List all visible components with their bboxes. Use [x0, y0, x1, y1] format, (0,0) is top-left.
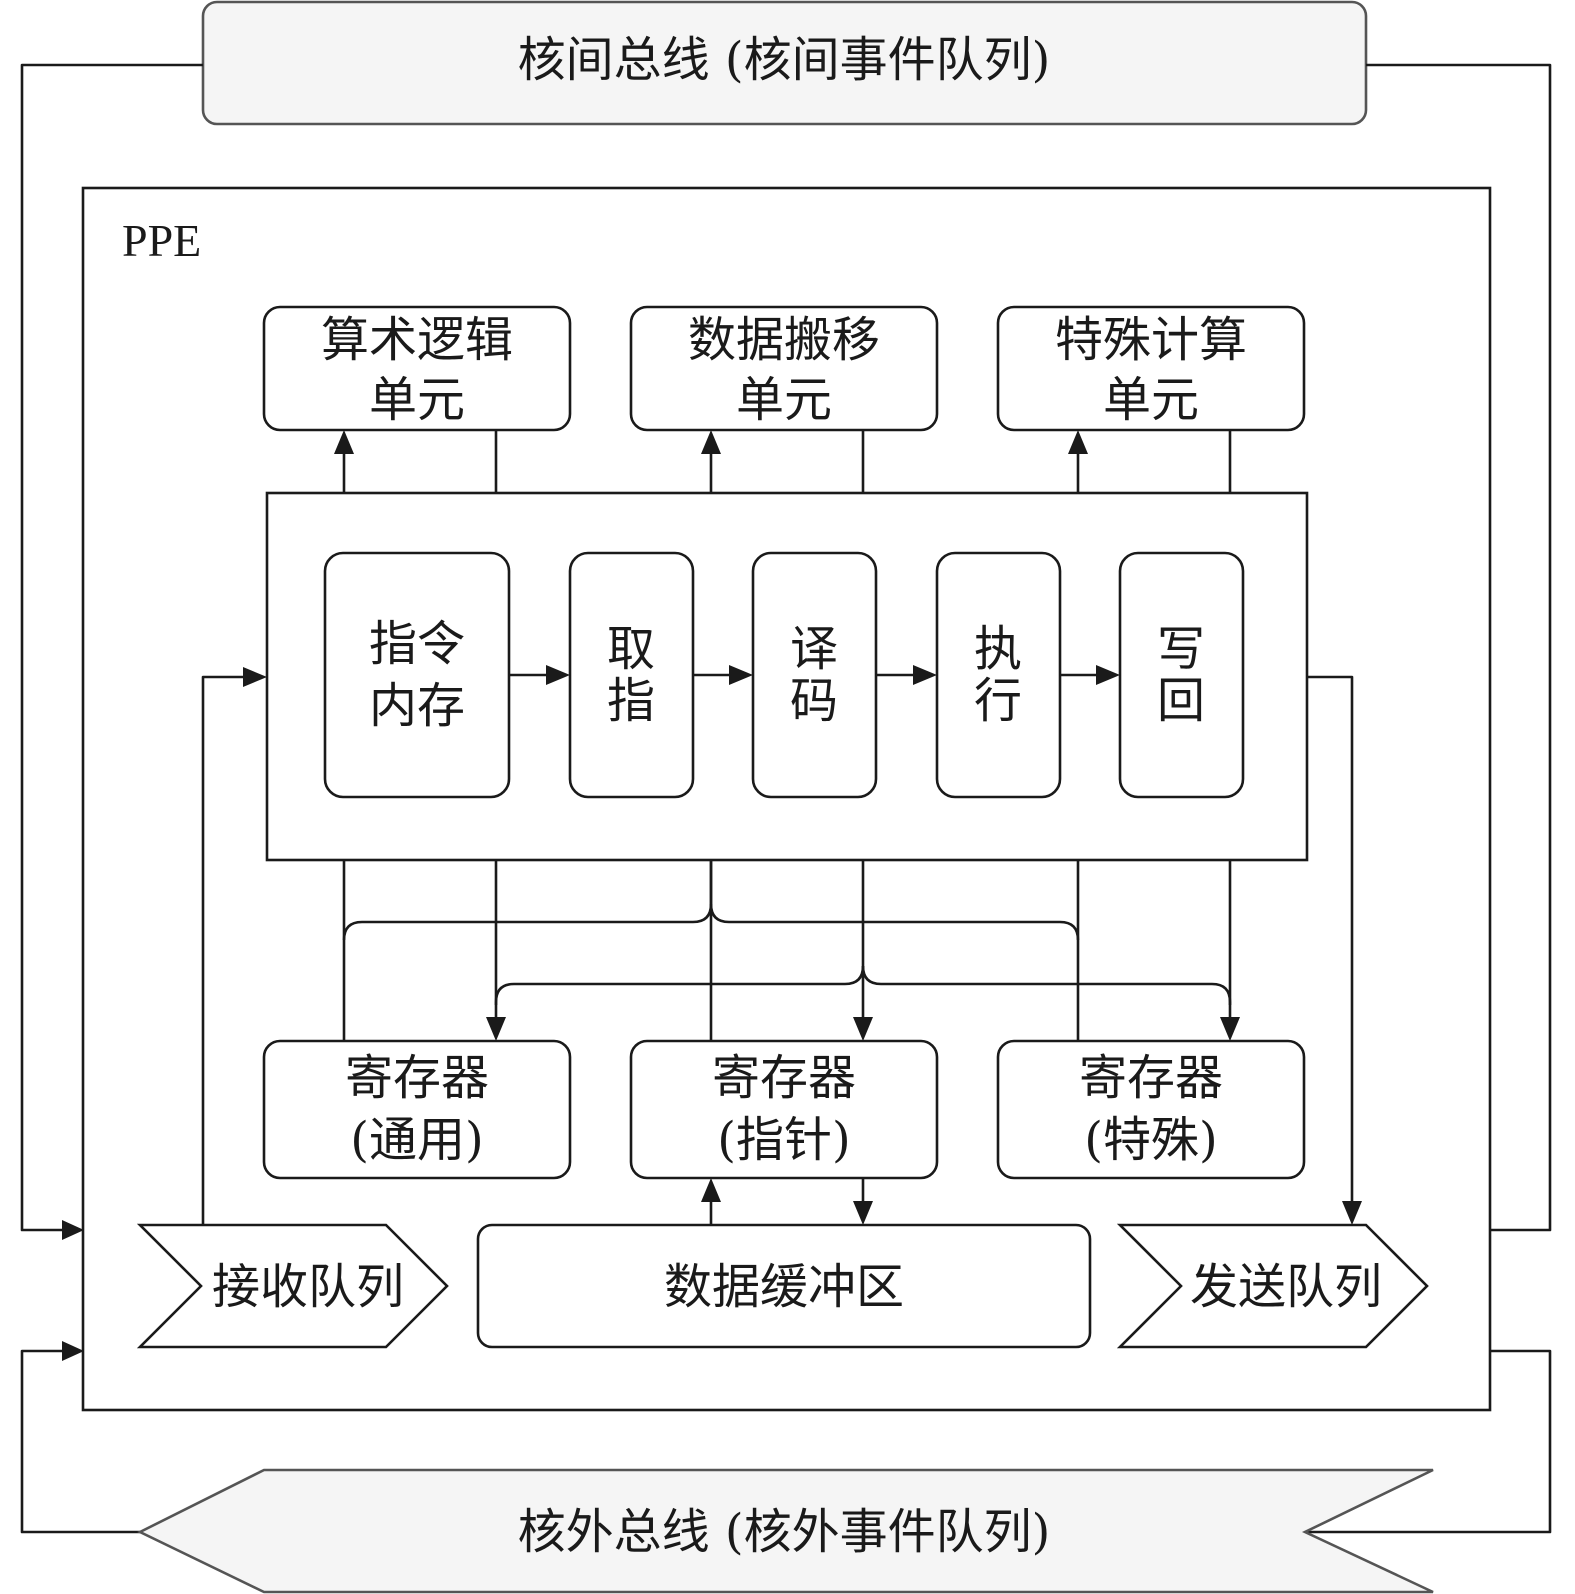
register-general-line1: 寄存器	[345, 1050, 489, 1106]
to-sp-reg-arrow	[1220, 1017, 1240, 1041]
imem-to-fetch-arrow	[546, 665, 570, 685]
receive-to-pipeline-wire	[201, 675, 245, 1225]
inter-core-bus-box	[201, 0, 1368, 126]
send-queue-shape	[1116, 1223, 1429, 1349]
pipeline-to-datamove-arrow	[701, 430, 721, 454]
fetch-stage-line1: 取	[607, 621, 655, 677]
hub-to-gp-reg-wire	[494, 965, 865, 1005]
execute-stage-line2: 行	[974, 673, 1022, 729]
pipeline-flow-arrows	[509, 665, 1120, 685]
alu-unit: 算术逻辑 单元	[262, 305, 572, 432]
pipeline-to-send-arrow	[1342, 1201, 1362, 1225]
hub-to-sp-reg-wire	[861, 965, 1232, 1005]
data-move-unit-box	[629, 305, 939, 432]
pipeline-stage-decode: 译 码	[751, 551, 878, 799]
register-general: 寄存器 (通用)	[262, 1039, 572, 1180]
register-pointer-line2: (指针)	[717, 1112, 850, 1168]
decode-to-execute-arrow	[913, 665, 937, 685]
data-buffer-label: 数据缓冲区	[664, 1259, 904, 1315]
pipeline-stage-fetch: 取 指	[568, 551, 695, 799]
register-pointer: 寄存器 (指针)	[629, 1039, 939, 1180]
data-move-unit: 数据搬移 单元	[629, 305, 939, 432]
offcore-bus-to-ppe-wire	[20, 1349, 140, 1534]
pipeline-to-special-arrow	[1068, 430, 1088, 454]
buffer-to-ptr-reg-arrow	[701, 1178, 721, 1202]
data-buffer: 数据缓冲区	[476, 1223, 1092, 1349]
alu-unit-box	[262, 305, 572, 432]
special-unit-line1: 特殊计算	[1055, 312, 1247, 368]
offcore-bus-to-ppe-arrow	[62, 1341, 84, 1361]
execute-to-writeback-arrow	[1096, 665, 1120, 685]
special-unit-box	[996, 305, 1306, 432]
special-unit: 特殊计算 单元	[996, 305, 1306, 432]
execute-stage-line1: 执	[974, 621, 1022, 677]
pipeline-to-units-wires	[334, 430, 1232, 493]
register-special: 寄存器 (特殊)	[996, 1039, 1306, 1180]
register-pointer-line1: 寄存器	[712, 1050, 856, 1106]
decode-stage-line1: 译	[790, 621, 838, 677]
writeback-stage-line1: 写	[1157, 621, 1205, 677]
pipeline-stage-writeback: 写 回	[1118, 551, 1245, 799]
register-general-box	[262, 1039, 572, 1180]
pipeline-stage-imem: 指令 内存	[323, 551, 511, 799]
imem-stage-line1: 指令	[369, 616, 465, 672]
inter-core-bus-label: 核间总线 (核间事件队列)	[518, 32, 1051, 88]
ppe-to-bus-right-wire	[1366, 63, 1552, 1232]
register-special-box	[996, 1039, 1306, 1180]
data-move-unit-line1: 数据搬移	[688, 312, 880, 368]
bus-to-ppe-left-wire	[20, 63, 203, 1232]
pipeline-to-alu-arrow	[334, 430, 354, 454]
register-general-line2: (通用)	[350, 1112, 483, 1168]
register-pointer-box	[629, 1039, 939, 1180]
ppe-label: PPE	[122, 215, 201, 266]
off-core-bus: 核外总线 (核外事件队列)	[137, 1468, 1434, 1594]
receive-queue-label: 接收队列	[212, 1259, 404, 1315]
ptr-reg-to-buffer-arrow	[853, 1201, 873, 1225]
imem-stage-line2: 内存	[369, 678, 465, 734]
alu-unit-line1: 算术逻辑	[321, 312, 513, 368]
off-core-bus-label: 核外总线 (核外事件队列)	[518, 1504, 1051, 1560]
register-special-line2: (特殊)	[1084, 1112, 1217, 1168]
send-queue: 发送队列	[1116, 1223, 1429, 1349]
special-unit-line2: 单元	[1103, 372, 1199, 428]
fetch-stage-line2: 指	[607, 673, 655, 729]
fetch-to-decode-arrow	[729, 665, 753, 685]
ppe-to-offcore-bus-wire	[1305, 1349, 1552, 1534]
to-ptr-reg-arrow	[853, 1017, 873, 1041]
data-buffer-box	[476, 1223, 1092, 1349]
bus-to-ppe-left-arrow	[62, 1220, 84, 1240]
pipeline-stage-execute: 执 行	[935, 551, 1062, 799]
imem-stage-box	[323, 551, 511, 799]
writeback-stage-line2: 回	[1157, 673, 1205, 729]
pipeline-to-send-wire	[1307, 675, 1354, 1205]
receive-queue-shape	[136, 1223, 449, 1349]
register-special-line1: 寄存器	[1079, 1050, 1223, 1106]
register-interconnect	[342, 860, 1240, 1041]
decode-stage-line2: 码	[790, 673, 838, 729]
off-core-bus-shape	[137, 1468, 1434, 1594]
alu-unit-line2: 单元	[369, 372, 465, 428]
data-move-unit-line2: 单元	[736, 372, 832, 428]
send-queue-label: 发送队列	[1190, 1259, 1382, 1315]
receive-queue: 接收队列	[136, 1223, 449, 1349]
to-gp-reg-arrow	[486, 1017, 506, 1041]
receive-to-pipeline-arrow	[243, 667, 267, 687]
inter-core-bus: 核间总线 (核间事件队列)	[201, 0, 1368, 126]
